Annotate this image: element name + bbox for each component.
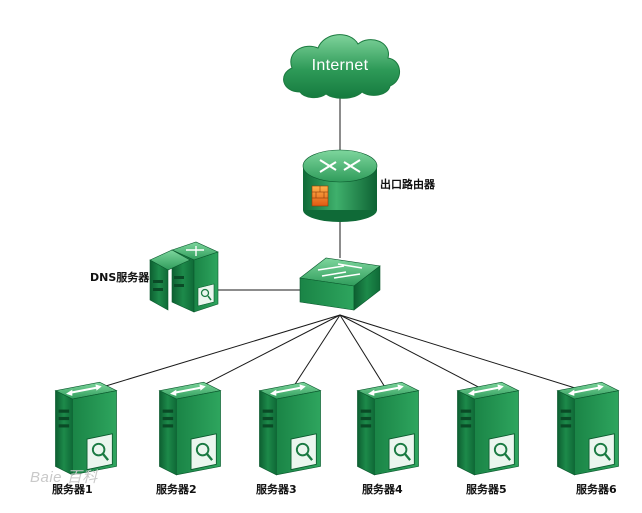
switch-icon [299, 257, 381, 311]
server-5-icon [456, 380, 520, 477]
link-switch-server3 [289, 314, 341, 393]
connection-lines [85, 90, 589, 393]
server-label-5: 服务器5 [466, 483, 507, 496]
server-label-4: 服务器4 [362, 483, 403, 496]
server-label-3: 服务器3 [256, 483, 297, 496]
watermark-logo: Baie 百科 [30, 469, 98, 486]
server-6-icon [556, 380, 620, 477]
server-label-2: 服务器2 [156, 483, 197, 496]
server-label-6: 服务器6 [576, 483, 617, 496]
link-switch-server6 [339, 314, 589, 393]
router-label: 出口路由器 [380, 178, 435, 191]
server-label-1: 服务器1 [52, 483, 93, 496]
dns-server-label: DNS服务器 [90, 271, 150, 284]
internet-label: Internet [311, 57, 369, 74]
server-1-icon [54, 380, 118, 477]
link-switch-server2 [189, 314, 341, 393]
internet-cloud-icon [283, 34, 400, 99]
link-switch-server5 [339, 314, 489, 393]
server-2-icon [158, 380, 222, 477]
router-icon [302, 149, 378, 222]
server-3-icon [258, 380, 322, 477]
link-switch-server1 [85, 314, 341, 393]
dns-server-icon [149, 241, 219, 313]
server-4-icon [356, 380, 420, 477]
link-switch-server4 [339, 314, 389, 393]
